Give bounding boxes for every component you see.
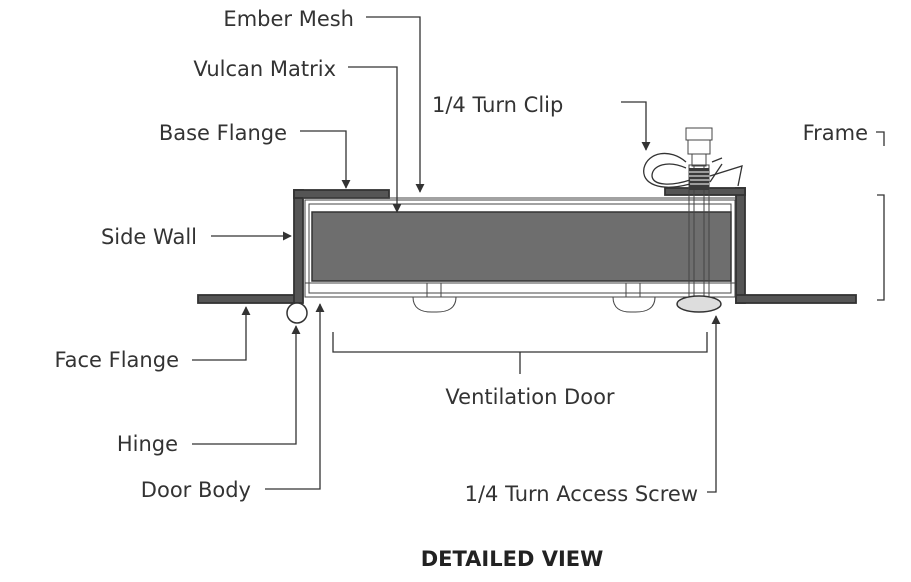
- base-flange-left: [293, 189, 390, 199]
- leader-hinge: [192, 325, 301, 445]
- leader-vulcan-matrix: [348, 66, 402, 213]
- support-feet: [412, 282, 656, 313]
- label-face-flange: Face Flange: [54, 348, 179, 372]
- leader-face-flange: [192, 306, 251, 361]
- label-door-body: Door Body: [141, 478, 251, 502]
- leader-access-screw: [707, 315, 721, 493]
- side-wall-right: [735, 187, 746, 304]
- label-ember-mesh: Ember Mesh: [223, 7, 354, 31]
- face-flange-right: [735, 294, 857, 304]
- callouts: Ember Mesh Vulcan Matrix Base Flange Sid…: [54, 7, 885, 571]
- access-screw: [676, 127, 722, 313]
- vulcan-matrix: [311, 211, 732, 282]
- side-wall-left: [293, 189, 304, 304]
- label-base-flange: Base Flange: [159, 121, 287, 145]
- label-hinge: Hinge: [117, 432, 178, 456]
- label-frame: Frame: [803, 121, 868, 145]
- quarter-turn-clip: [643, 152, 743, 188]
- label-quarter-turn-clip: 1/4 Turn Clip: [432, 93, 563, 117]
- label-side-wall: Side Wall: [101, 225, 197, 249]
- leader-ember-mesh: [366, 16, 425, 193]
- leader-door-body: [265, 303, 325, 490]
- hinge: [286, 302, 308, 324]
- leader-frame: [876, 131, 885, 146]
- label-vulcan-matrix: Vulcan Matrix: [193, 57, 336, 81]
- label-ventilation-door: Ventilation Door: [445, 385, 615, 409]
- screw-head: [676, 295, 722, 313]
- face-flange-left: [197, 294, 303, 304]
- diagram-title: DETAILED VIEW: [421, 547, 604, 571]
- label-access-screw: 1/4 Turn Access Screw: [465, 482, 698, 506]
- leader-base-flange: [300, 130, 351, 189]
- door-drawing: [197, 127, 885, 324]
- ventilation-door-bracket: [332, 332, 708, 353]
- leader-quarter-turn-clip: [621, 101, 651, 151]
- frame-profile: [197, 187, 857, 304]
- frame-bracket: [877, 194, 885, 301]
